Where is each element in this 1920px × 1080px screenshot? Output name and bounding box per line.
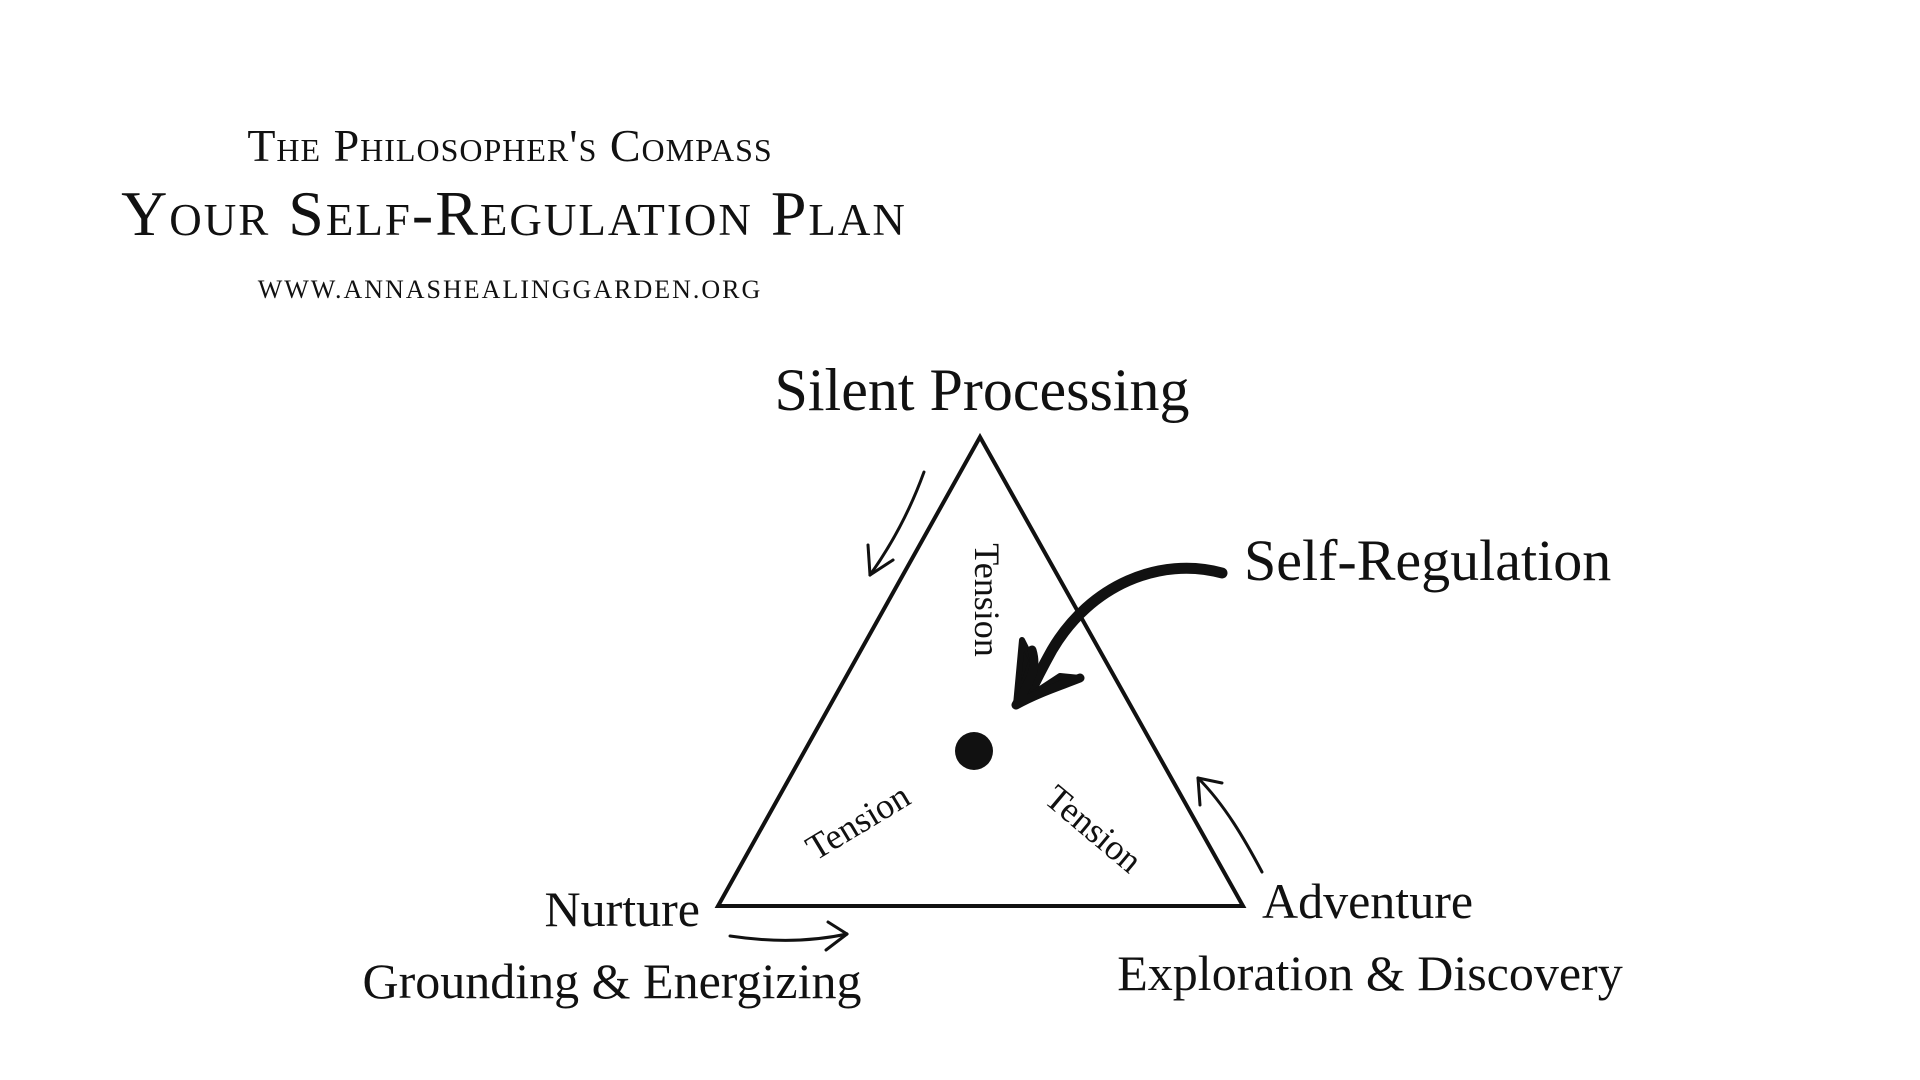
vertex-top-label: Silent Processing: [775, 357, 1190, 423]
center-label: Self-Regulation: [1244, 528, 1611, 593]
self-regulation-arrowhead: [1011, 645, 1085, 710]
diagram-title: The Philosopher's Compass: [247, 120, 773, 171]
flow-arrow-top-left: [866, 470, 926, 577]
diagram-subtitle: Your Self-Regulation Plan: [121, 178, 907, 249]
tension-label-right: Tension: [1037, 777, 1150, 881]
tension-label-left: Tension: [799, 775, 917, 868]
compass-triangle: [714, 432, 1247, 908]
vertex-right-sublabel: Exploration & Discovery: [1117, 945, 1622, 1001]
self-regulation-arrow: [1023, 562, 1228, 701]
vertex-left-sublabel: Grounding & Energizing: [363, 953, 862, 1009]
tension-label-top: Tension: [967, 543, 1007, 656]
vertex-right-label: Adventure: [1262, 873, 1473, 929]
vertex-left-label: Nurture: [545, 881, 701, 937]
center-dot: [955, 732, 993, 770]
website-url: WWW.ANNASHEALINGGARDEN.ORG: [257, 275, 763, 304]
flow-arrow-bottom: [728, 920, 849, 952]
header: The Philosopher's Compass Your Self-Regu…: [95, 118, 925, 320]
flow-arrow-right: [1196, 776, 1264, 874]
